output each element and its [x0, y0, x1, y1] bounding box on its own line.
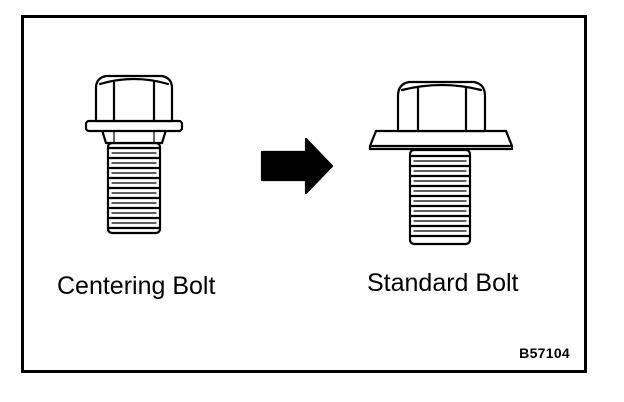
bolt-illustration — [84, 74, 514, 246]
centering-bolt-icon — [84, 74, 184, 235]
figure-frame: Centering Bolt Standard Bolt B57104 — [21, 15, 587, 373]
standard-bolt-label: Standard Bolt — [367, 269, 519, 297]
right-arrow-icon — [260, 137, 334, 195]
centering-bolt-label: Centering Bolt — [57, 272, 216, 300]
standard-bolt-icon — [368, 80, 514, 246]
figure-id: B57104 — [519, 345, 570, 361]
